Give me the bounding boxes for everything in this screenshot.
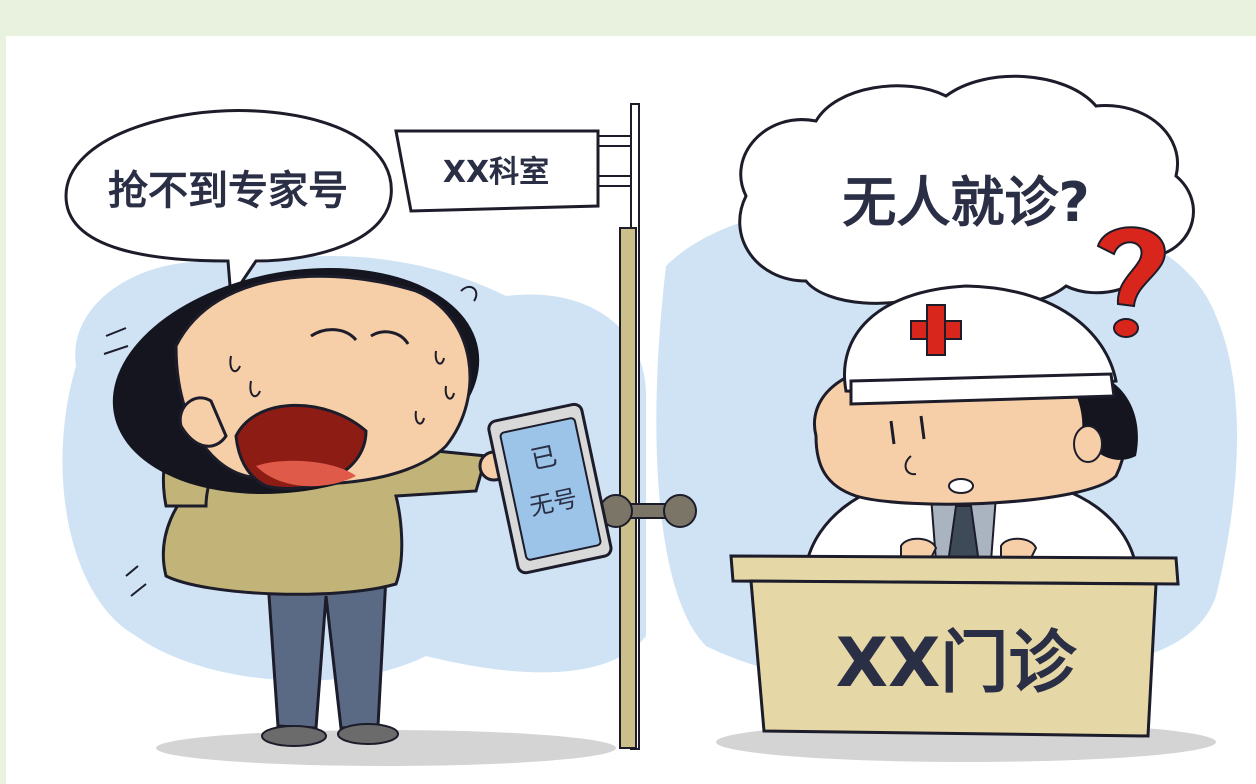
- sweat-drops-icon: [103, 285, 478, 597]
- question-mark-icon: [1096, 226, 1166, 338]
- clinic-desk: XX门诊: [729, 554, 1180, 738]
- red-cross-icon: [910, 304, 962, 356]
- doctor-character: [804, 284, 1138, 568]
- illustration-frame: 抢不到专家号 XX科室: [6, 36, 1256, 784]
- cartoon-illustration: 抢不到专家号 XX科室: [62, 74, 1237, 766]
- patient-character: 已 无号: [103, 268, 613, 747]
- phone-screen-line1: 已: [528, 441, 560, 476]
- thought-cloud-text: 无人就诊?: [842, 171, 1089, 234]
- desk-sign-text: XX门诊: [836, 624, 1078, 703]
- thought-cloud-right: 无人就诊?: [738, 74, 1195, 307]
- door-sign-text: XX科室: [443, 155, 549, 190]
- door-sign: XX科室: [394, 129, 637, 213]
- door-pole: [599, 103, 697, 750]
- phone: 已 无号: [487, 402, 613, 575]
- bubble-left-text: 抢不到专家号: [108, 168, 348, 214]
- speech-bubble-left: 抢不到专家号: [64, 108, 393, 303]
